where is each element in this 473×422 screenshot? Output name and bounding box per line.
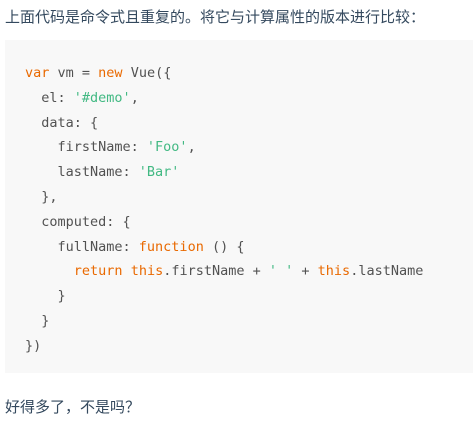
code-line: }, bbox=[25, 185, 423, 210]
code-line: computed: { bbox=[25, 210, 423, 235]
code-text: , bbox=[130, 89, 139, 106]
intro-paragraph: 上面代码是命令式且重复的。将它与计算属性的版本进行比较： bbox=[5, 8, 426, 26]
code-keyword: this bbox=[317, 263, 351, 280]
code-line: } bbox=[25, 284, 423, 309]
code-block: var vm = new Vue({ el: '#demo', data: { … bbox=[5, 40, 473, 373]
code-keyword: function bbox=[138, 238, 204, 255]
code-text: el: bbox=[25, 89, 74, 106]
code-text: Vue({ bbox=[122, 65, 172, 81]
code-text: } bbox=[25, 288, 66, 305]
code-text: vm = bbox=[49, 65, 99, 81]
code-keyword: new bbox=[98, 65, 123, 81]
code-text: lastName: bbox=[25, 164, 139, 181]
code-line: el: '#demo', bbox=[25, 86, 423, 111]
code-text: fullName: bbox=[25, 238, 139, 255]
code-keyword: var bbox=[25, 65, 50, 81]
code-string: '#demo' bbox=[73, 89, 131, 106]
code-text: }) bbox=[25, 337, 42, 354]
code-line: data: { bbox=[25, 111, 423, 136]
code-string: 'Bar' bbox=[138, 164, 180, 181]
code-content: var vm = new Vue({ el: '#demo', data: { … bbox=[25, 61, 423, 359]
code-text: data: { bbox=[25, 114, 99, 131]
code-text: , bbox=[187, 139, 196, 156]
code-text: computed: { bbox=[25, 213, 131, 230]
code-text: }, bbox=[25, 188, 58, 205]
outro-paragraph: 好得多了，不是吗？ bbox=[5, 398, 141, 416]
code-text: + bbox=[293, 263, 318, 280]
code-line: lastName: 'Bar' bbox=[25, 160, 423, 185]
code-text: .firstName + bbox=[163, 263, 269, 280]
code-text bbox=[123, 263, 131, 279]
code-text: firstName: bbox=[25, 139, 147, 156]
code-line: var vm = new Vue({ bbox=[25, 61, 423, 86]
code-line: }) bbox=[25, 334, 423, 359]
code-text: } bbox=[25, 312, 50, 329]
code-line: return this.firstName + ' ' + this.lastN… bbox=[25, 259, 424, 284]
code-keyword: return bbox=[73, 263, 123, 280]
code-text bbox=[25, 263, 74, 279]
code-text: () { bbox=[203, 238, 245, 255]
code-line: firstName: 'Foo', bbox=[25, 135, 423, 160]
code-line: fullName: function () { bbox=[25, 235, 423, 260]
code-string: ' ' bbox=[268, 263, 294, 280]
code-keyword: this bbox=[130, 263, 164, 280]
code-text: .lastName bbox=[350, 263, 424, 280]
code-string: 'Foo' bbox=[146, 139, 188, 156]
code-line: } bbox=[25, 309, 423, 334]
